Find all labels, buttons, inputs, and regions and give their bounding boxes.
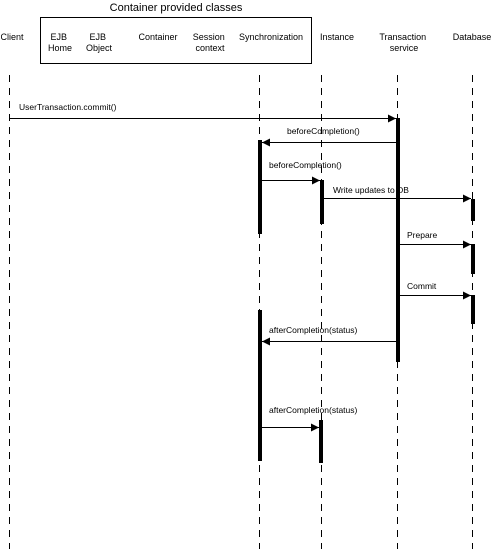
message-after-completion-to-instance: afterCompletion(status): [262, 405, 358, 432]
participant-database: Database: [453, 32, 492, 42]
message-write-updates: Write updates to DB: [324, 185, 471, 203]
participant-session-context-label-line2: context: [195, 43, 225, 53]
svg-text:Database: Database: [453, 32, 492, 42]
message-after-completion-to-instance-label: afterCompletion(status): [269, 405, 358, 415]
svg-text:EJB Object: EJB Object: [86, 32, 113, 53]
participant-ejb-object-label-line2: Object: [86, 43, 113, 53]
message-write-updates-label: Write updates to DB: [333, 185, 409, 195]
activation-database-write: [471, 199, 475, 221]
svg-text:Instance: Instance: [320, 32, 354, 42]
message-commit-label: Commit: [407, 281, 437, 291]
svg-text:Container: Container: [138, 32, 177, 42]
participant-session-context-label-line1: Session: [193, 32, 225, 42]
message-usertransaction-commit: UserTransaction.commit(): [9, 102, 396, 123]
message-after-completion-to-sync-label: afterCompletion(status): [269, 325, 358, 335]
activation-database-prepare: [471, 244, 475, 274]
participant-instance: Instance: [320, 32, 354, 42]
participant-synchronization-label: Synchronization: [239, 32, 303, 42]
participant-container-label: Container: [138, 32, 177, 42]
participant-transaction-service: Transaction service: [379, 32, 428, 53]
container-group-box: [40, 17, 312, 64]
participant-ejb-home-label-line1: EJB: [50, 32, 67, 42]
activation-instance-after: [319, 420, 323, 463]
message-commit: Commit: [400, 281, 471, 300]
activation-instance-before: [320, 180, 324, 224]
activation-transaction-service: [396, 118, 400, 362]
participant-ejb-home: EJB Home: [48, 32, 72, 53]
participant-container: Container: [138, 32, 177, 42]
message-prepare: Prepare: [400, 230, 471, 249]
svg-text:EJB Home: EJB Home: [48, 32, 72, 53]
message-prepare-label: Prepare: [407, 230, 438, 240]
activation-database-commit: [471, 295, 475, 324]
participant-transaction-service-label-line2: service: [390, 43, 419, 53]
participant-ejb-object-label-line1: EJB: [89, 32, 106, 42]
activation-synchronization-before: [258, 140, 262, 234]
participant-instance-label: Instance: [320, 32, 354, 42]
message-before-completion-to-sync-label: beforeCompletion(): [287, 126, 360, 136]
svg-text:Client: Client: [0, 32, 24, 42]
message-before-completion-to-sync: beforeCompletion(): [262, 126, 396, 147]
participant-synchronization: Synchronization: [239, 32, 303, 42]
svg-text:Transaction service: Transaction service: [379, 32, 428, 53]
svg-text:Session context: Session context: [193, 32, 228, 53]
activation-synchronization-after: [258, 310, 262, 461]
participant-transaction-service-label-line1: Transaction: [379, 32, 426, 42]
participant-session-context: Session context: [193, 32, 228, 53]
participant-database-label: Database: [453, 32, 492, 42]
message-before-completion-to-instance-label: beforeCompletion(): [269, 160, 342, 170]
participant-ejb-object: EJB Object: [86, 32, 113, 53]
message-after-completion-to-sync: afterCompletion(status): [262, 325, 396, 346]
participant-client: Client: [0, 32, 24, 42]
svg-text:Synchronization: Synchronization: [239, 32, 303, 42]
message-usertransaction-commit-label: UserTransaction.commit(): [19, 102, 117, 112]
message-before-completion-to-instance: beforeCompletion(): [262, 160, 342, 185]
participant-client-label: Client: [0, 32, 24, 42]
container-group-title: Container provided classes: [110, 2, 243, 14]
participant-ejb-home-label-line2: Home: [48, 43, 72, 53]
